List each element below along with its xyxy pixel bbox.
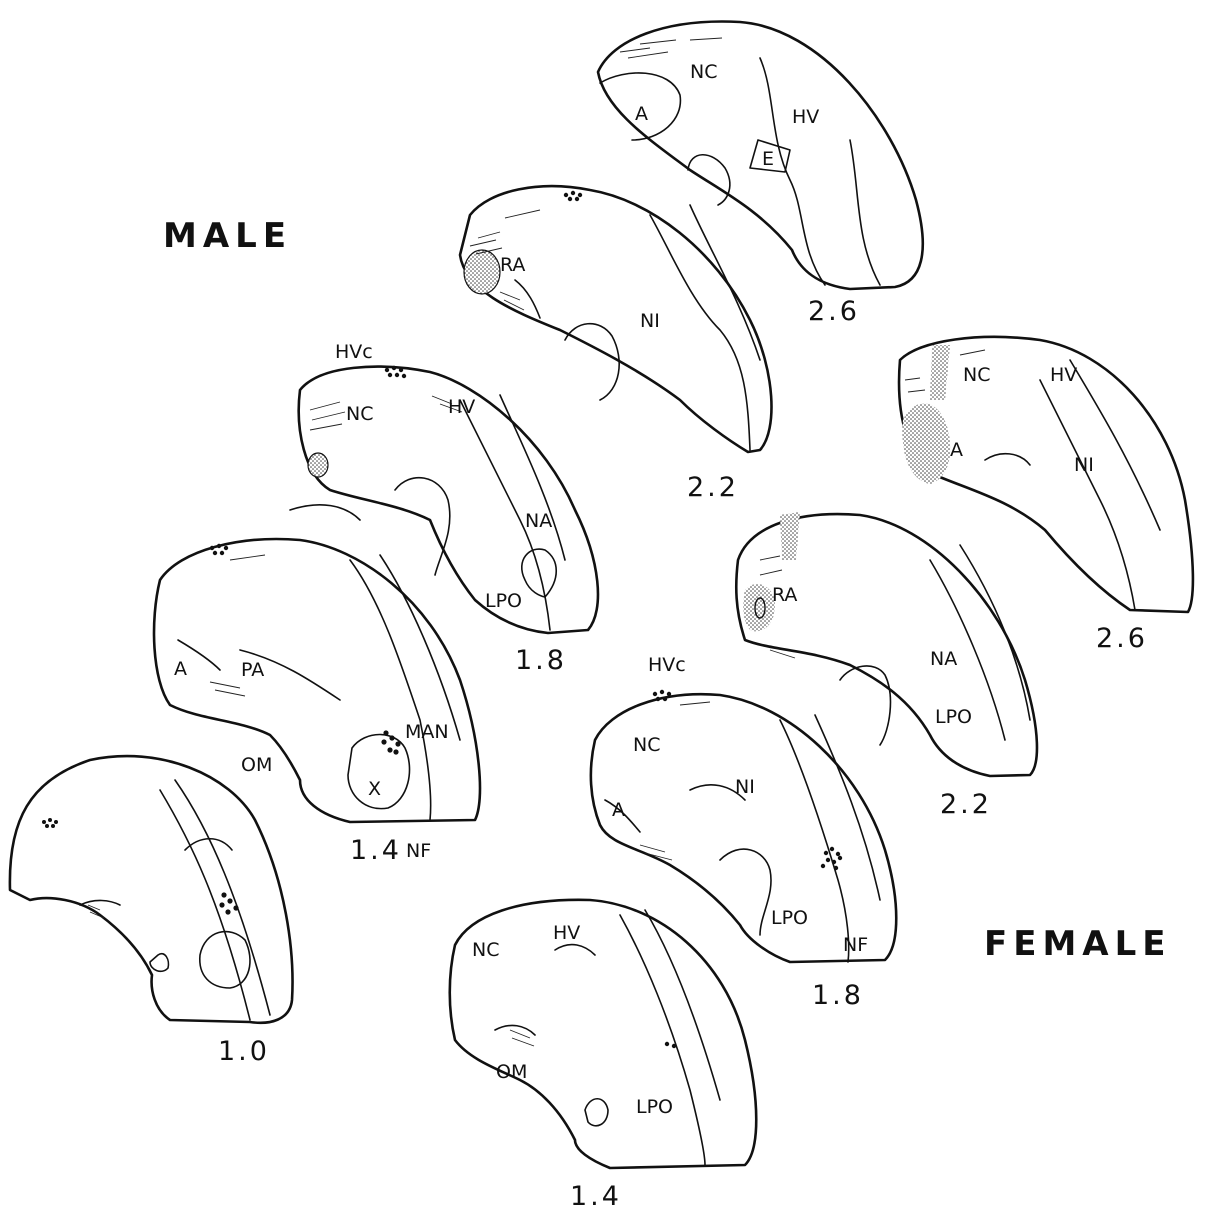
label-f18-lpo: LPO bbox=[771, 907, 808, 929]
label-m22-ra: RA bbox=[500, 254, 525, 276]
label-m26-nc: NC bbox=[690, 61, 717, 83]
label-f18-nc: NC bbox=[633, 734, 660, 756]
level-male-1-0: 1.0 bbox=[218, 1036, 270, 1067]
section-female-1-4: NC HV OM LPO 1.4 bbox=[450, 900, 757, 1212]
label-f14-lpo: LPO bbox=[636, 1096, 673, 1118]
label-f26-ni: NI bbox=[1074, 454, 1094, 476]
label-f18-ni: NI bbox=[735, 776, 755, 798]
label-m18-hvc: HVc bbox=[335, 341, 373, 363]
label-f22-na: NA bbox=[930, 648, 957, 670]
ra-nucleus-male-1-8 bbox=[308, 453, 328, 477]
ra-nucleus-male bbox=[464, 250, 500, 294]
label-m14-om: OM bbox=[241, 754, 272, 776]
label-f14-om: OM bbox=[496, 1061, 527, 1083]
female-heading: FEMALE bbox=[984, 924, 1172, 964]
label-m26-e: E bbox=[762, 148, 774, 170]
label-f26-nc: NC bbox=[963, 364, 990, 386]
male-heading: MALE bbox=[163, 216, 292, 256]
level-female-2-2: 2.2 bbox=[940, 789, 992, 820]
label-m22-ni: NI bbox=[640, 310, 660, 332]
section-male-1-8: HVc NC HV NA LPO 1.8 bbox=[290, 341, 598, 676]
level-female-1-4: 1.4 bbox=[570, 1181, 622, 1212]
label-f22-ra: RA bbox=[772, 584, 797, 606]
label-f14-hv: HV bbox=[553, 922, 580, 944]
label-f14-nc: NC bbox=[472, 939, 499, 961]
label-m26-hv: HV bbox=[792, 106, 819, 128]
label-f26-a: A bbox=[950, 439, 963, 461]
label-m14-x: X bbox=[368, 778, 381, 800]
label-m18-nc: NC bbox=[346, 403, 373, 425]
label-m14-nf: NF bbox=[406, 840, 431, 862]
section-female-1-8: HVc NC NI A LPO NF 1.8 bbox=[591, 654, 896, 1011]
label-m18-na: NA bbox=[525, 510, 552, 532]
label-f18-nf: NF bbox=[843, 934, 868, 956]
label-m14-man: MAN bbox=[405, 721, 449, 743]
label-f18-hvc: HVc bbox=[648, 654, 686, 676]
level-female-1-8: 1.8 bbox=[812, 980, 864, 1011]
label-m14-a: A bbox=[174, 658, 187, 680]
section-male-2-6: NC A HV E 2.6 bbox=[598, 22, 923, 327]
section-female-2-2: RA NA LPO 2.2 bbox=[736, 512, 1037, 820]
man-dots-male bbox=[381, 730, 400, 754]
label-m14-pa: PA bbox=[241, 659, 264, 681]
level-female-2-6: 2.6 bbox=[1096, 623, 1148, 654]
label-m18-lpo: LPO bbox=[485, 590, 522, 612]
level-male-2-2: 2.2 bbox=[687, 472, 739, 503]
section-male-1-0: 1.0 bbox=[10, 756, 293, 1067]
hvc-dots-male-2-2 bbox=[564, 191, 582, 201]
hvc-dots-male-1-0 bbox=[42, 818, 58, 828]
level-male-1-4: 1.4 bbox=[350, 835, 402, 866]
section-male-1-4: A PA MAN OM X NF 1.4 bbox=[154, 539, 480, 866]
label-m18-hv: HV bbox=[448, 396, 475, 418]
label-f22-lpo: LPO bbox=[935, 706, 972, 728]
label-m26-a: A bbox=[635, 103, 648, 125]
label-f18-a: A bbox=[612, 799, 625, 821]
level-male-1-8: 1.8 bbox=[515, 645, 567, 676]
label-f26-hv: HV bbox=[1050, 364, 1077, 386]
section-female-2-6: NC HV A NI 2.6 bbox=[899, 337, 1193, 654]
section-male-2-2: RA NI 2.2 bbox=[460, 186, 771, 503]
level-male-2-6: 2.6 bbox=[808, 296, 860, 327]
